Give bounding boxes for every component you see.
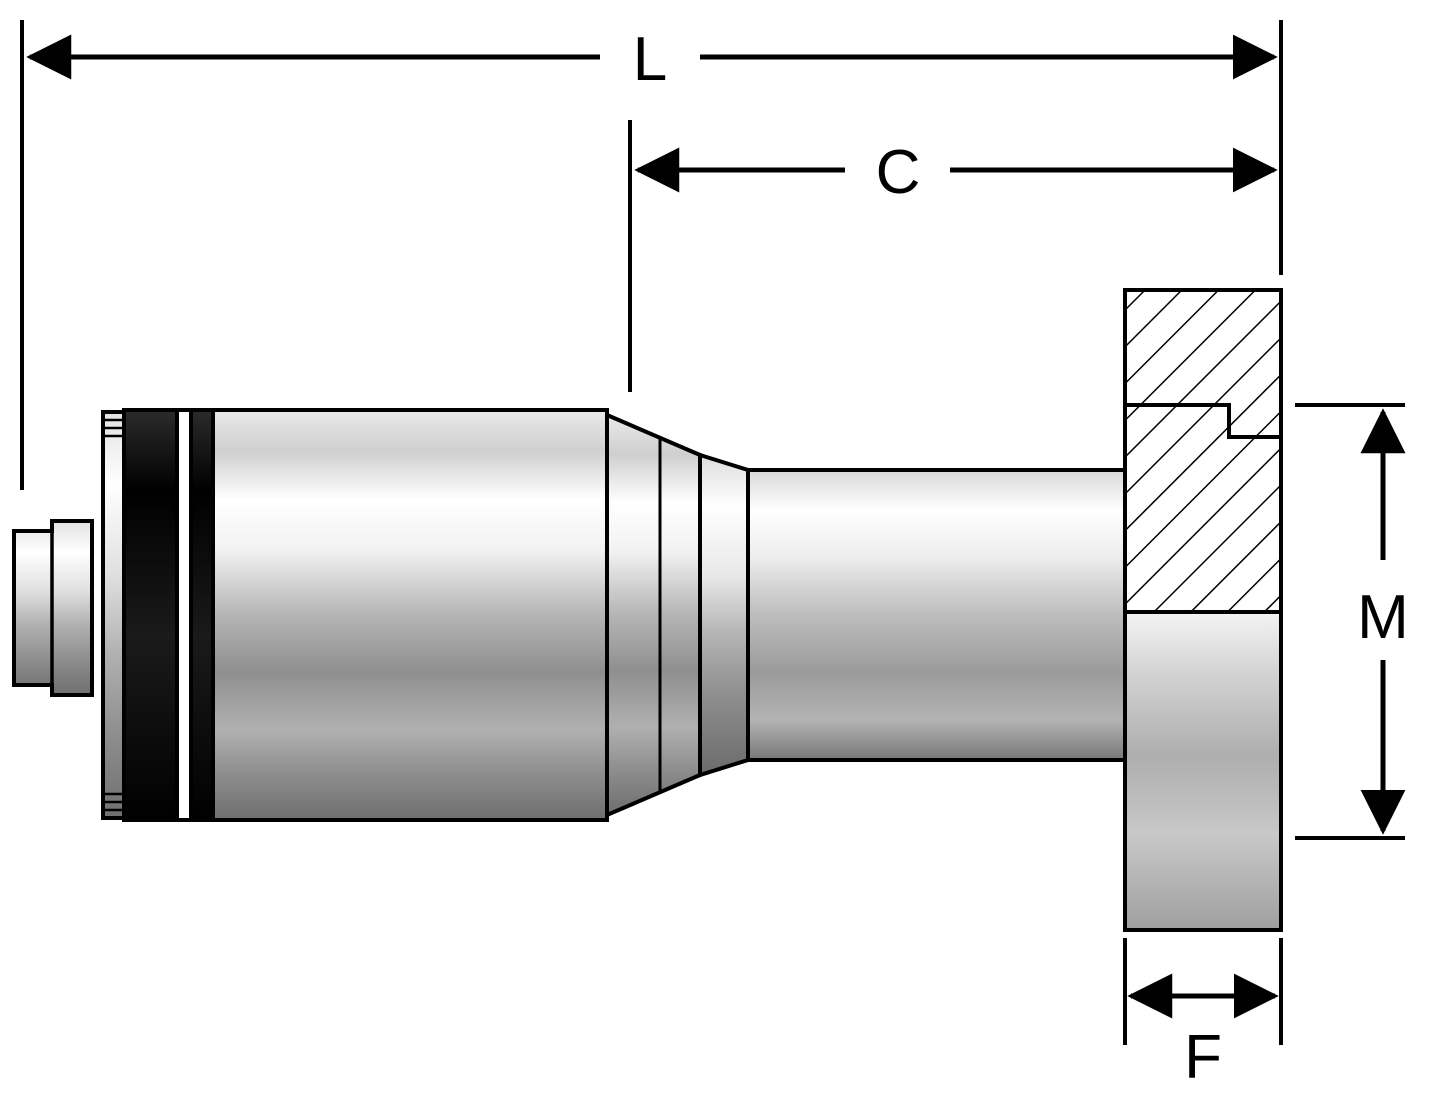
dimension-label-M: M (1357, 583, 1409, 652)
dimension-label-C: C (876, 138, 921, 207)
dimension-label-L: L (633, 25, 667, 94)
shank (746, 468, 1127, 762)
dimension-labels: L C M F (633, 25, 1409, 1092)
oring-groove (1125, 403, 1281, 439)
ferrule-body (211, 408, 702, 822)
taper-shoulder (698, 452, 750, 778)
part-geometry (12, 288, 1283, 932)
hose-stem-nipple (12, 519, 94, 697)
dimension-label-F: F (1184, 1023, 1222, 1092)
ferrule-crimp-rings (122, 408, 215, 822)
dimension-lines (20, 20, 1406, 1045)
flange-head (1123, 288, 1283, 932)
